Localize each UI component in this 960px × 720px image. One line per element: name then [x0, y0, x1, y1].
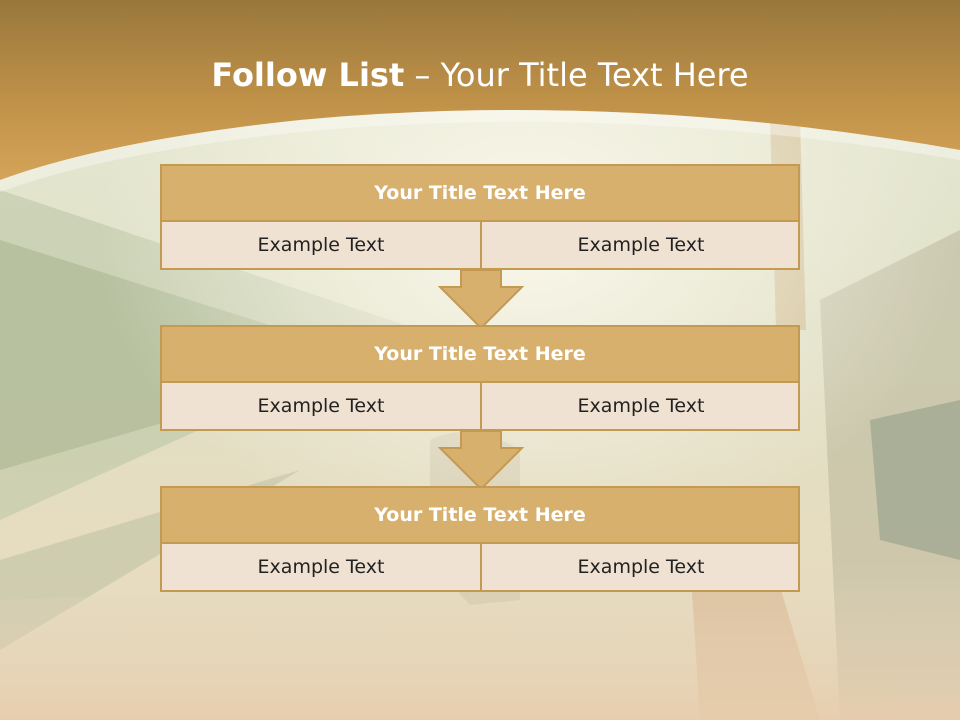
down-arrow-icon	[438, 431, 524, 491]
step-right-text: Example Text	[577, 395, 705, 417]
title-separator: –	[414, 56, 431, 94]
step-title: Your Title Text Here	[162, 327, 798, 383]
cell-divider	[480, 383, 482, 429]
step-left-text: Example Text	[257, 556, 385, 578]
step-right-text: Example Text	[577, 556, 705, 578]
slide-title: Follow List – Your Title Text Here	[0, 52, 960, 98]
step-right-text: Example Text	[577, 234, 705, 256]
title-bold: Follow List	[211, 56, 405, 94]
step-box-3: Your Title Text Here Example Text Exampl…	[160, 486, 800, 592]
cell-divider	[480, 544, 482, 590]
cell-divider	[480, 222, 482, 268]
down-arrow-icon	[438, 270, 524, 330]
step-title: Your Title Text Here	[162, 166, 798, 222]
step-box-1: Your Title Text Here Example Text Exampl…	[160, 164, 800, 270]
step-title: Your Title Text Here	[162, 488, 798, 544]
step-box-2: Your Title Text Here Example Text Exampl…	[160, 325, 800, 431]
step-left-text: Example Text	[257, 234, 385, 256]
title-rest: Your Title Text Here	[440, 56, 749, 94]
step-left-text: Example Text	[257, 395, 385, 417]
